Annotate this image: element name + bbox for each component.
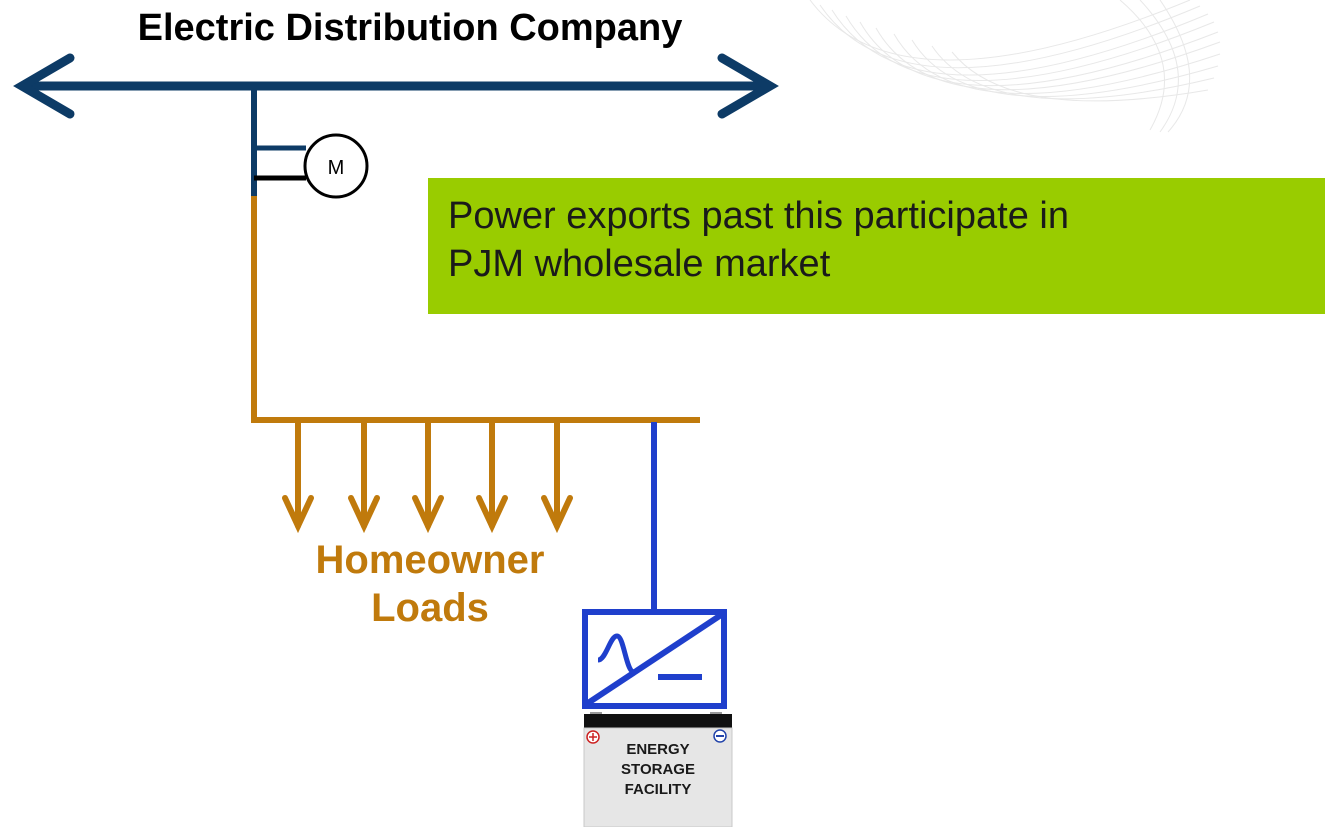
energy-storage-label: ENERGY STORAGE FACILITY bbox=[584, 740, 732, 800]
storage-line-3: FACILITY bbox=[624, 781, 692, 798]
background-swirl-decoration bbox=[809, 0, 1221, 133]
bus-left-arrowhead bbox=[13, 53, 75, 119]
battery-icon bbox=[583, 712, 733, 827]
loads-line-2: Loads bbox=[371, 586, 489, 630]
load-arrow bbox=[412, 417, 444, 534]
callout-line-2: PJM wholesale market bbox=[448, 243, 831, 285]
storage-line-2: STORAGE bbox=[621, 761, 695, 778]
load-arrows bbox=[282, 417, 573, 534]
load-arrow bbox=[541, 417, 573, 534]
callout-line-1: Power exports past this participate in bbox=[448, 195, 1069, 237]
diagram-title: Electric Distribution Company bbox=[137, 7, 683, 49]
storage-line-1: ENERGY bbox=[626, 741, 690, 758]
load-arrow bbox=[476, 417, 508, 534]
loads-line-1: Homeowner bbox=[315, 538, 545, 582]
load-arrow bbox=[348, 417, 380, 534]
meter-label: M bbox=[327, 157, 345, 179]
homeowner-loads-label: Homeowner Loads bbox=[270, 536, 590, 632]
inverter-icon bbox=[582, 609, 727, 709]
wholesale-market-callout: Power exports past this participate in P… bbox=[428, 178, 1325, 314]
distribution-bus bbox=[13, 53, 779, 119]
load-arrow bbox=[282, 417, 314, 534]
meter-circle bbox=[303, 133, 369, 199]
bus-right-arrowhead bbox=[717, 53, 779, 119]
